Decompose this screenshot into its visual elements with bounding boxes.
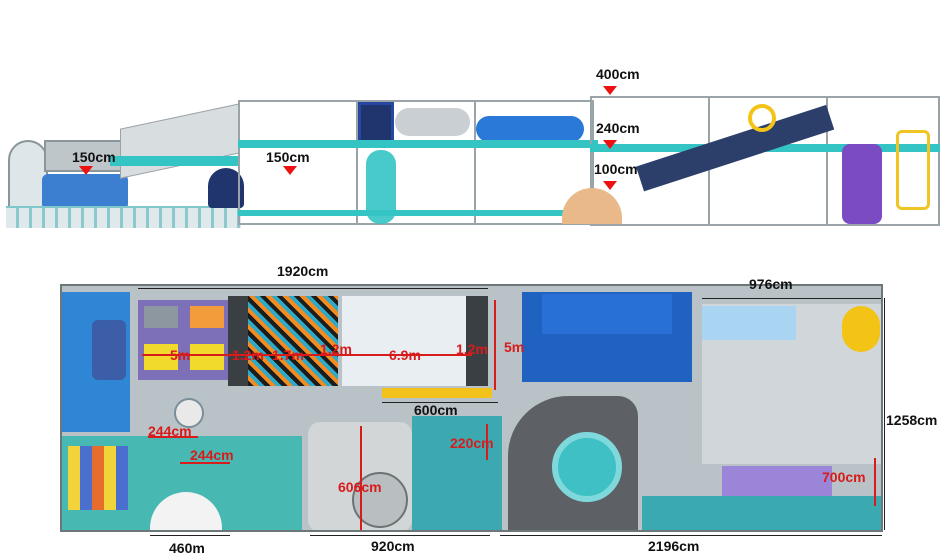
teal-band-left [110,156,240,166]
dim-line-2196 [500,535,882,536]
elevation-view: 400cm 240cm 100cm 150cm 150cm [0,60,950,245]
height-150cm-mid: 150cm [266,149,310,165]
dim-line-460 [150,535,230,536]
trampoline-pad-2 [190,306,224,328]
label-1-2m-c: 1.2m [456,341,488,357]
dim-line-976 [702,298,881,299]
toddler-seat [92,320,126,380]
height-100cm: 100cm [594,161,638,177]
label-244cm-a: 244cm [148,423,192,439]
trampoline-pad-1 [144,306,178,328]
teal-band-mid [238,210,598,216]
tunnel-blue [476,116,584,142]
dim-line-244-b [180,462,230,464]
dark-corridor [228,296,248,386]
blocks-area [68,446,128,510]
teal-floor-mid [412,416,502,530]
tower-frame-6 [826,96,940,226]
dim-line-920 [310,535,490,536]
dim-line-606 [360,426,362,530]
dim-line-700 [874,458,876,506]
plan-view: 5m 1.2m 1.7m 1.2m 6.9m 1.2m 5m 244cm 244… [60,284,883,532]
label-5m-right: 5m [504,339,525,355]
height-400cm: 400cm [596,66,640,82]
dim-line-244-a [148,436,198,438]
tunnel-grey [395,108,470,136]
yellow-tube [896,130,930,210]
purple-slide [842,144,882,224]
dim-line-1920 [138,288,488,289]
label-1-2m-a: 1.2m [232,347,264,363]
yellow-ring [748,104,776,132]
height-400-arrow [603,86,617,95]
label-1920cm: 1920cm [277,263,329,279]
teal-band-top [238,140,598,148]
label-700cm: 700cm [822,469,866,485]
dim-line-5m-right [494,300,496,390]
height-150-mid-arrow [283,166,297,175]
height-100-arrow [603,181,617,190]
yellow-roller [842,306,880,352]
label-460m: 460m [169,540,205,556]
label-606cm: 606cm [338,479,382,495]
spiral-slide-top [552,432,622,502]
dim-line-5m [142,354,472,356]
height-240-arrow [603,140,617,149]
ball-toy [174,398,204,428]
teal-floor-right [642,496,881,530]
fence-left [6,206,241,228]
label-920cm: 920cm [371,538,415,554]
height-150cm-left: 150cm [72,149,116,165]
pool-steps [542,294,672,334]
label-600cm: 600cm [414,402,458,418]
label-1258cm: 1258cm [886,412,938,428]
dark-corridor-2 [466,296,488,386]
tube-slide [8,140,48,210]
light-blue-pad [702,306,796,340]
label-976cm: 976cm [749,276,793,292]
label-2196cm: 2196cm [648,538,700,554]
dim-line-1258 [884,298,885,530]
air-hockey-zone [342,296,466,386]
dim-line-600 [382,402,498,403]
label-220cm: 220cm [450,435,494,451]
label-6-9m: 6.9m [389,347,421,363]
ball-pit [248,296,338,386]
height-150-left-arrow [79,166,93,175]
trampoline-pad-4 [190,344,224,370]
dim-line-220 [486,424,488,460]
tower-frame-3 [474,100,594,225]
label-1-7m: 1.7m [272,347,304,363]
label-1-2m-b: 1.2m [320,341,352,357]
label-244cm-b: 244cm [190,447,234,463]
trampoline-pad-3 [144,344,178,370]
house-windows [42,174,128,210]
yellow-strip [382,388,492,398]
height-240cm: 240cm [596,120,640,136]
label-5m-left: 5m [170,347,191,363]
